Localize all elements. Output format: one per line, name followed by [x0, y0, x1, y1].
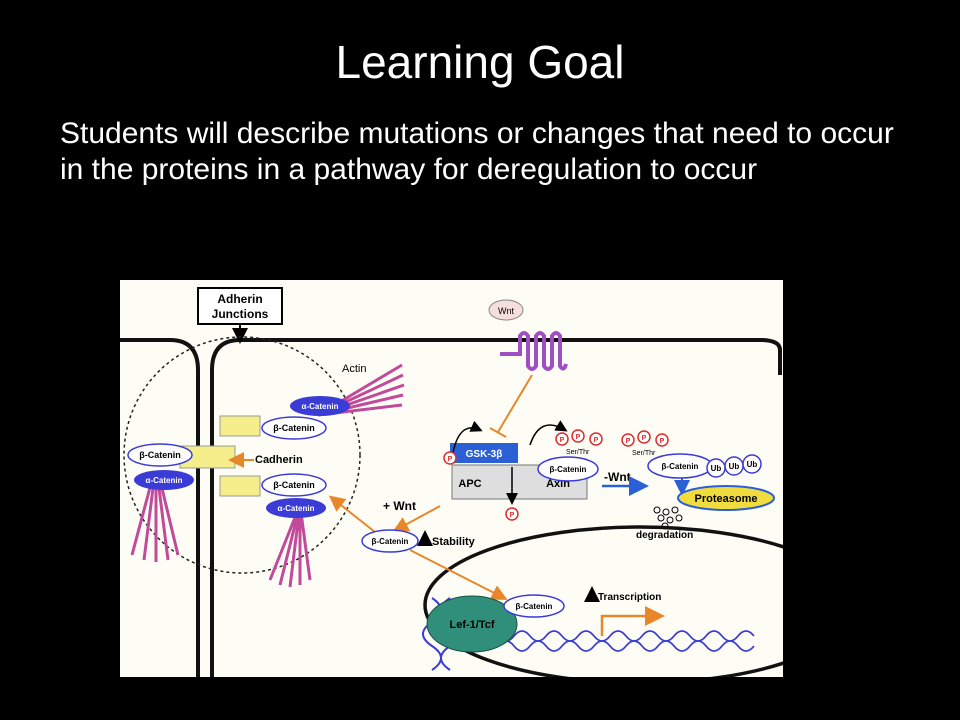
wnt-ligand [488, 299, 524, 321]
wnt-inhibition-line [497, 374, 533, 433]
ub-label: Ub [711, 464, 722, 473]
cadherin-blocks [179, 415, 261, 497]
plus-wnt-arrow [392, 505, 441, 532]
beta-catenin-label: β-Catenin [550, 465, 587, 474]
phosphate-label: P [642, 435, 647, 442]
phosphate-label: P [576, 434, 581, 441]
degradation-label: degradation [636, 530, 693, 541]
proteasome-label: Proteasome [695, 493, 758, 505]
wnt-ligand-label: Wnt [498, 306, 515, 316]
alpha-catenin-label: α-Catenin [278, 504, 315, 513]
beta-catenin-label: β-Catenin [273, 423, 315, 433]
beta-catenins-membrane [127, 416, 327, 497]
adherin-junctions-box: Adherin Junctions [197, 287, 283, 344]
proteasome [677, 485, 775, 511]
stability-arrow [328, 495, 381, 537]
phosphate-label: P [448, 456, 453, 463]
ubiquitinated-beta-catenin: β-Catenin Ub Ub Ub [647, 453, 762, 479]
learning-goal-text: Students will describe mutations or chan… [60, 117, 894, 186]
actin-label: Actin [342, 363, 366, 375]
apc-label: APC [458, 478, 481, 490]
phosphate-label: P [626, 438, 631, 445]
wnt-receptor [500, 331, 568, 371]
transcription-start-arrow [600, 606, 665, 636]
beta-catenin-label: β-Catenin [662, 462, 699, 471]
nuclear-import-arrow [409, 549, 508, 600]
phosphate-label: P [510, 512, 515, 519]
phosphate-label: P [560, 437, 565, 444]
ub-label: Ub [747, 460, 758, 469]
dna-strand [497, 630, 755, 652]
junction-dotted-circle [123, 336, 361, 574]
beta-catenin-label: β-Catenin [516, 602, 553, 611]
adherin-label: Adherin [217, 292, 262, 306]
alpha-catenin-label: α-Catenin [146, 476, 183, 485]
destruction-complex: GSK-3β APC Axin β-Catenin [450, 420, 599, 505]
phosphate-label: P [594, 437, 599, 444]
minus-wnt-label: -Wnt [604, 470, 631, 484]
beta-catenin-label: β-Catenin [273, 480, 315, 490]
phosphate-label: P [660, 438, 665, 445]
transcription-label: Transcription [598, 592, 661, 603]
alpha-catenins [134, 396, 350, 518]
cadherin-label: Cadherin [255, 454, 303, 466]
degradation-fragments [653, 506, 683, 530]
phosphate-groups [443, 429, 669, 521]
ser-thr-label: Ser/Thr [566, 449, 590, 456]
alpha-catenin-label: α-Catenin [302, 402, 339, 411]
gsk3b-label: GSK-3β [466, 449, 503, 460]
lef-tcf-factor [426, 595, 518, 653]
ser-thr-label: Ser/Thr [632, 450, 656, 457]
junctions-label: Junctions [212, 307, 269, 321]
beta-catenin-label: β-Catenin [372, 537, 409, 546]
nucleus [423, 525, 783, 677]
plus-wnt-label: + Wnt [383, 499, 416, 513]
lef-tcf-label: Lef-1/Tcf [449, 619, 494, 631]
nuclear-beta-catenin [503, 594, 565, 618]
stability-label: Stability [432, 536, 476, 548]
wnt-pathway-diagram: Adherin Junctions Actin Cadherin α-Caten… [120, 280, 783, 677]
beta-catenin-label: β-Catenin [139, 450, 181, 460]
cell-membranes [120, 338, 782, 677]
slide-title: Learning Goal [335, 36, 625, 88]
ub-label: Ub [729, 462, 740, 471]
